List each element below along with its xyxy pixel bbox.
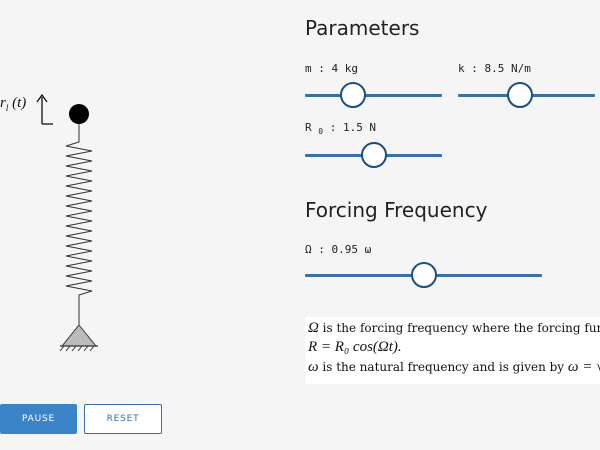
mass-label: m : 4 kg: [305, 62, 358, 75]
stiffness-slider[interactable]: [458, 82, 595, 110]
spring: [65, 124, 93, 325]
simulation-canvas: rl (t): [0, 0, 300, 400]
ground-support: [59, 324, 98, 352]
formula-line-1: Ω is the forcing frequency where the for…: [308, 320, 600, 336]
position-label: rl (t): [0, 95, 27, 113]
spring-mass-diagram: [36, 93, 98, 352]
control-panel: Parameters m : 4 kg k : 8.5 N/m R 0 : 1.…: [305, 0, 600, 450]
formula-line-2: R = R₀ cos(Ωt).: [308, 339, 402, 355]
up-arrow-icon: [36, 93, 53, 125]
stiffness-label: k : 8.5 N/m: [458, 62, 531, 75]
pause-button[interactable]: PAUSE: [0, 404, 77, 434]
formula-box: Ω is the forcing frequency where the for…: [305, 317, 600, 384]
mass-slider[interactable]: [305, 82, 442, 110]
amplitude-slider[interactable]: [305, 142, 442, 170]
omega-label: Ω : 0.95 ω: [305, 243, 372, 256]
amplitude-slider-thumb[interactable]: [361, 142, 387, 168]
omega-slider[interactable]: [305, 262, 542, 290]
omega-slider-thumb[interactable]: [411, 262, 437, 288]
formula-line-3: ω is the natural frequency and is given …: [308, 359, 600, 375]
stiffness-slider-thumb[interactable]: [507, 82, 533, 108]
mass-ball[interactable]: [69, 104, 89, 124]
mass-slider-thumb[interactable]: [340, 82, 366, 108]
parameters-title: Parameters: [305, 16, 420, 40]
mass-slider-track[interactable]: [305, 94, 442, 97]
reset-button[interactable]: RESET: [84, 404, 162, 434]
amplitude-label: R 0 : 1.5 N: [305, 121, 377, 137]
forcing-frequency-title: Forcing Frequency: [305, 198, 488, 222]
